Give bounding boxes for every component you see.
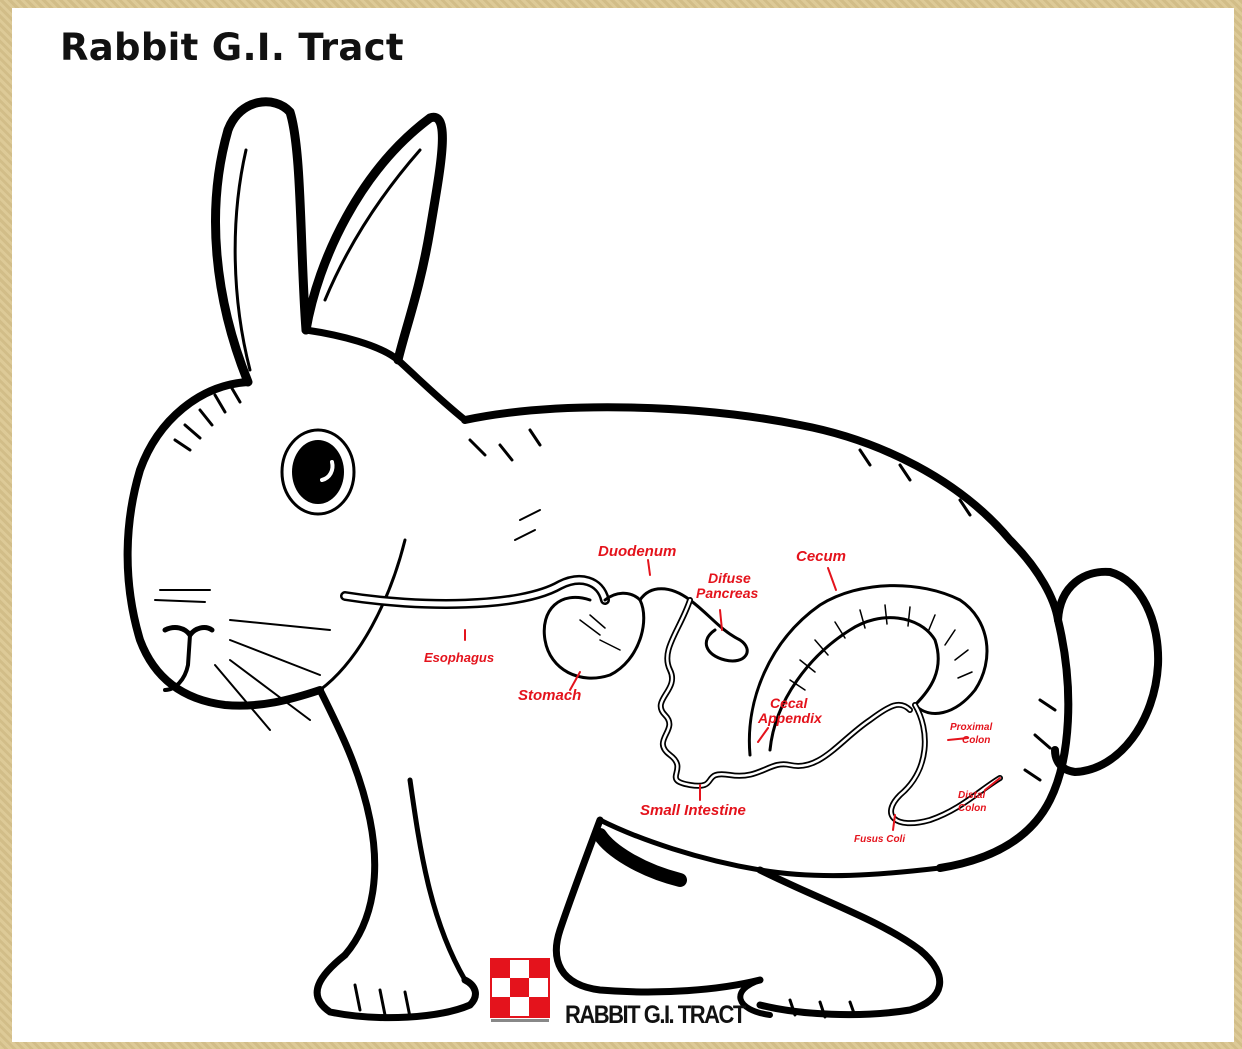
stomach-shape bbox=[544, 593, 644, 678]
label-proximal-colon-1: Proximal bbox=[950, 722, 992, 733]
label-proximal-colon-2: Colon bbox=[962, 735, 990, 746]
head-top bbox=[306, 330, 465, 420]
label-duodenum: Duodenum bbox=[598, 543, 676, 560]
label-cecum: Cecum bbox=[796, 548, 846, 565]
checkerboard-logo-icon bbox=[491, 959, 549, 1022]
logo-caption: RABBIT G.I. TRACT bbox=[565, 1000, 745, 1030]
label-cecal-appendix-1: Cecal bbox=[770, 695, 808, 711]
label-distal-colon-1: Distal bbox=[958, 790, 985, 801]
rear-thigh bbox=[760, 870, 940, 1015]
label-esophagus: Esophagus bbox=[424, 650, 494, 665]
head-outline bbox=[128, 382, 320, 706]
label-fusus-coli: Fusus Coli bbox=[854, 834, 905, 845]
left-ear bbox=[216, 102, 306, 382]
small-intestine-coils bbox=[661, 600, 910, 786]
page-title: Rabbit G.I. Tract bbox=[60, 26, 404, 69]
label-pancreas-2: Pancreas bbox=[696, 585, 758, 601]
diagram-panel: Duodenum Cecum Difuse Pancreas Esophagus… bbox=[12, 8, 1234, 1042]
cheek-line bbox=[320, 540, 405, 690]
label-distal-colon-2: Colon bbox=[958, 803, 986, 814]
chest bbox=[320, 690, 375, 955]
label-small-intestine: Small Intestine bbox=[640, 802, 746, 819]
label-cecal-appendix-2: Appendix bbox=[757, 710, 823, 726]
front-paw bbox=[317, 955, 475, 1018]
right-ear bbox=[306, 117, 442, 360]
left-ear-inner bbox=[235, 150, 250, 370]
label-stomach: Stomach bbox=[518, 687, 581, 704]
front-leg-back bbox=[410, 780, 465, 980]
gi-tract bbox=[345, 580, 1000, 823]
rabbit-diagram: Duodenum Cecum Difuse Pancreas Esophagus… bbox=[12, 8, 1234, 1042]
label-pancreas-1: Difuse bbox=[708, 570, 751, 586]
eye bbox=[292, 440, 344, 504]
